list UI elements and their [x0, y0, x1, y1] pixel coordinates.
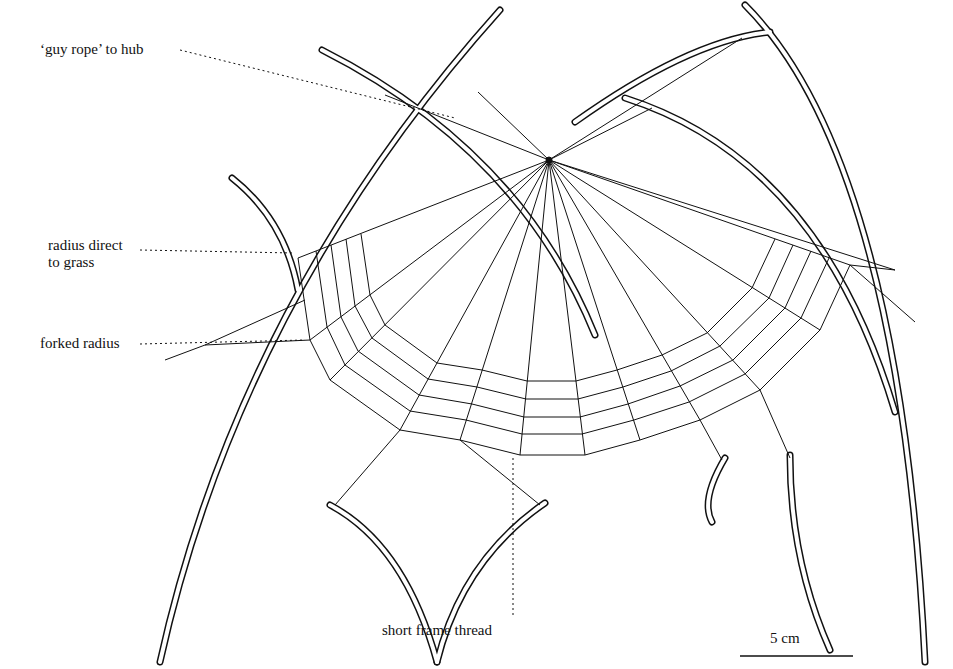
callout-label: radius direct to grass: [48, 237, 136, 271]
grass-blades: [160, 5, 925, 662]
scale-bar: [740, 655, 853, 657]
callout-label: 5 cm: [770, 630, 800, 647]
callout-label: ‘guy rope’ to hub: [40, 41, 143, 58]
callout-label: forked radius: [40, 335, 120, 352]
leader-lines: [140, 50, 513, 618]
web-threads: [165, 38, 915, 505]
callout-label: short frame thread: [382, 622, 492, 639]
